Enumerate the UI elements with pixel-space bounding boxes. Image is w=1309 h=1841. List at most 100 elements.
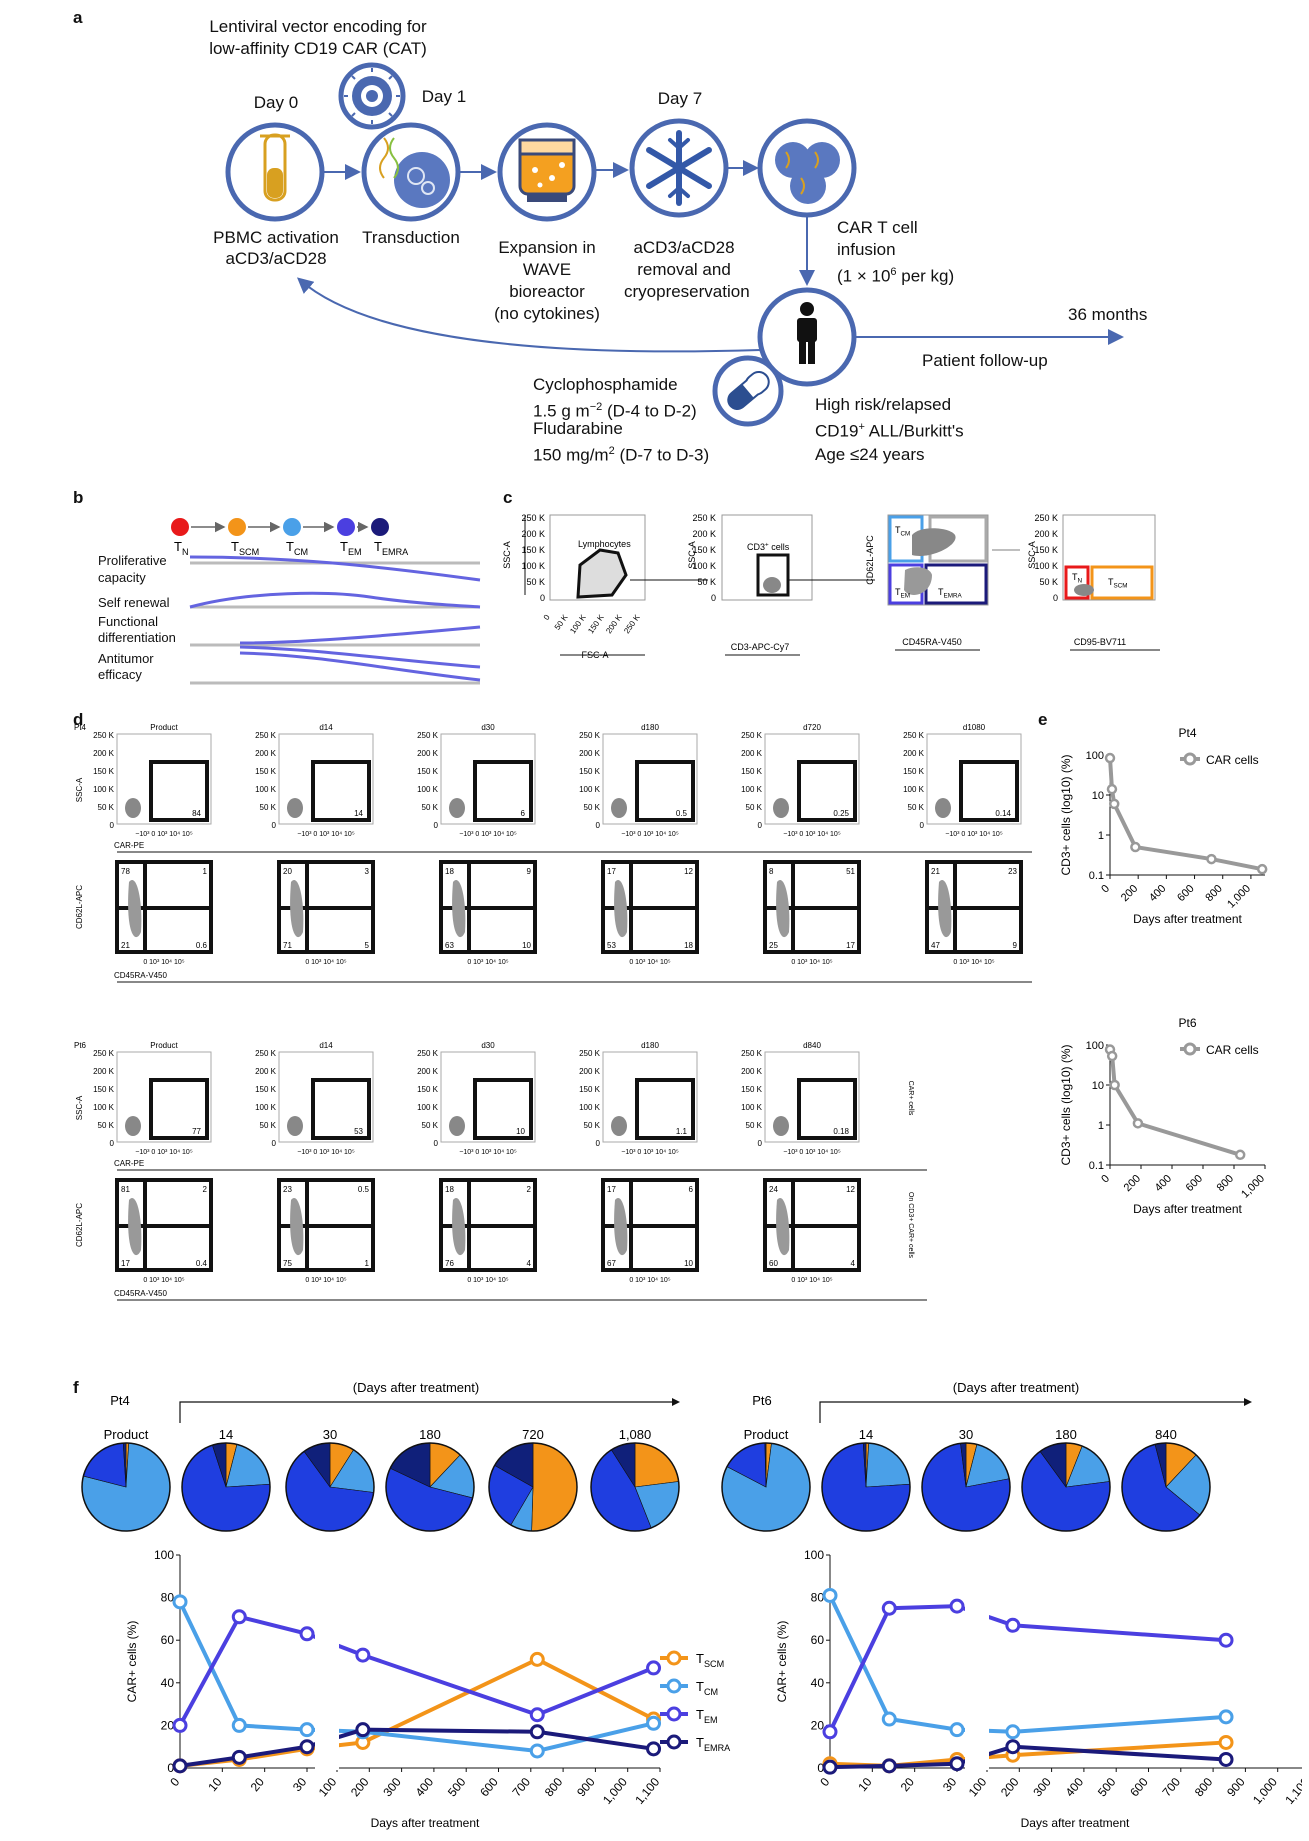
flow-ytick: 250 K <box>417 731 439 740</box>
plot1-ytick: 150 K <box>521 545 545 555</box>
f-line-pt4-ytick-label: 40 <box>161 1676 175 1690</box>
quad-br: 10 <box>684 1259 693 1268</box>
quad-tr: 2 <box>527 1185 532 1194</box>
e-xtick-label: 1,000 <box>1225 883 1253 911</box>
f-legend-label-em-sub: EM <box>704 1715 718 1725</box>
quad-tl: 21 <box>931 867 940 876</box>
f-line-pt6-ytick-label: 40 <box>811 1676 825 1690</box>
f-line-pt4-point-temra <box>646 1741 662 1757</box>
quad-xticks: 0 10³ 10⁴ 10⁵ <box>143 959 184 966</box>
flow-frame <box>926 733 1022 825</box>
quad-cluster <box>776 880 790 938</box>
quad-cluster <box>290 880 304 938</box>
subset-label-scm: TSCM <box>231 539 259 557</box>
car-gate <box>149 760 209 822</box>
f-line-pt6-point-temra <box>1005 1739 1021 1755</box>
plot2-ytick: 50 K <box>697 577 716 587</box>
flow-ytick: 50 K <box>260 803 277 812</box>
e-xtick-label: 200 <box>1119 883 1140 904</box>
f-line-pt4-ytick-label: 0 <box>167 1761 174 1775</box>
f-legend-label-cm-sub: CM <box>704 1687 718 1697</box>
step3-line2: WAVE <box>522 260 572 279</box>
plot1-ytick: 100 K <box>521 561 545 571</box>
f-pie-label: Product <box>744 1427 789 1442</box>
flow-ytick: 250 K <box>579 1049 601 1058</box>
quad-tl: 24 <box>769 1185 778 1194</box>
tn-gate <box>1064 565 1090 600</box>
subset-label-emra-sub: EMRA <box>382 547 409 557</box>
f-line-pt6-point-tcm <box>949 1722 965 1738</box>
chemo-line1: Cyclophosphamide <box>533 375 678 394</box>
flow-ytick: 50 K <box>98 803 115 812</box>
flow-ytick: 0 <box>272 1139 277 1148</box>
quad-tl: 81 <box>121 1185 130 1194</box>
flow-ytick: 100 K <box>417 785 439 794</box>
car-gate <box>311 760 371 822</box>
subset-dot-scm <box>228 518 246 536</box>
f-days-arrow-pt4 <box>179 1401 678 1423</box>
f-days-label-pt4: (Days after treatment) <box>353 1380 479 1395</box>
flow-ytick: 50 K <box>746 1121 763 1130</box>
quad-xticks: 0 10³ 10⁴ 10⁵ <box>629 1277 670 1284</box>
e-xtick-label: 600 <box>1175 883 1196 904</box>
b-row-1b: capacity <box>98 570 146 585</box>
flow-ylabel-cd62l: CD62L-APC <box>75 885 84 929</box>
e-point <box>1234 1149 1246 1161</box>
flow-xticks: −10³ 0 10³ 10⁴ 10⁵ <box>621 831 679 838</box>
quad-bl: 25 <box>769 941 778 950</box>
f-line-pt6-point-temra <box>949 1756 965 1772</box>
quad-bl: 67 <box>607 1259 616 1268</box>
car-gate <box>311 1078 371 1140</box>
f-line-pt4-point-tcm <box>299 1722 315 1738</box>
f-line-pt4-xtick-label: 400 <box>413 1775 437 1800</box>
quad-xticks: 0 10³ 10⁴ 10⁵ <box>629 959 670 966</box>
flow-ytick: 250 K <box>903 731 925 740</box>
f-line-pt6-xtick-label: 600 <box>1127 1775 1151 1800</box>
f-line-pt6-xlabel: Days after treatment <box>1021 1816 1130 1830</box>
quad-tr: 6 <box>689 1185 694 1194</box>
f-line-pt4-point-tem <box>231 1609 247 1625</box>
f-line-pt4-ytick-label: 80 <box>161 1591 175 1605</box>
b-row-3a: Functional <box>98 614 158 629</box>
tscm-gate-label-sub: SCM <box>1114 583 1128 590</box>
tem-gate-label-sub: EM <box>901 593 910 600</box>
flow-cluster <box>287 798 303 818</box>
f-line-pt4-xtick-label: 1,000 <box>600 1775 630 1807</box>
flow-ytick: 200 K <box>417 749 439 758</box>
virus-icon <box>338 62 406 130</box>
car-t-cells-icon <box>757 118 857 218</box>
f-line-pt4-xtick-label: 1,100 <box>632 1775 662 1807</box>
cd3-gate <box>756 553 790 597</box>
flow-ytick: 0 <box>434 1139 439 1148</box>
flow-ytick: 0 <box>110 821 115 830</box>
flow-ytick: 50 K <box>746 803 763 812</box>
subset-label-em-sub: EM <box>348 547 362 557</box>
quad-tr: 1 <box>203 867 208 876</box>
flow-frame <box>116 1051 212 1143</box>
f-line-pt6-xtick-label: 300 <box>1030 1775 1054 1800</box>
f-line-pt4-point-tcm <box>231 1717 247 1733</box>
quad-bl: 60 <box>769 1259 778 1268</box>
quad-tl: 17 <box>607 867 616 876</box>
chemo-dose2: 150 mg/m <box>533 445 609 465</box>
car-percent: 84 <box>192 809 201 818</box>
b-row-4b: efficacy <box>98 667 142 682</box>
f-pie-label: 720 <box>522 1427 544 1442</box>
car-gate <box>473 1078 533 1140</box>
f-line-pt6-point-tem <box>1005 1617 1021 1633</box>
tcm-gate-label-sub: CM <box>901 531 911 538</box>
f-legend-label-cm: TCM <box>696 1679 718 1697</box>
timepoint-label: d14 <box>319 723 333 732</box>
flow-xlabel-car: CAR-PE <box>114 841 144 850</box>
f-line-pt4-point-temra <box>299 1739 315 1755</box>
car-gate <box>635 760 695 822</box>
chemo-dose1: 1.5 g m <box>533 401 590 421</box>
f-line-pt6-point-tcm <box>1005 1724 1021 1740</box>
f-pie-label: 180 <box>1055 1427 1077 1442</box>
quad-br: 0.4 <box>196 1259 208 1268</box>
f-line-pt6-xtick-label: 200 <box>998 1775 1022 1800</box>
infusion-dose: (1 × 10 <box>837 266 891 286</box>
plot2-ytick: 250 K <box>692 513 716 523</box>
f-line-pt6-point-tem <box>1218 1632 1234 1648</box>
